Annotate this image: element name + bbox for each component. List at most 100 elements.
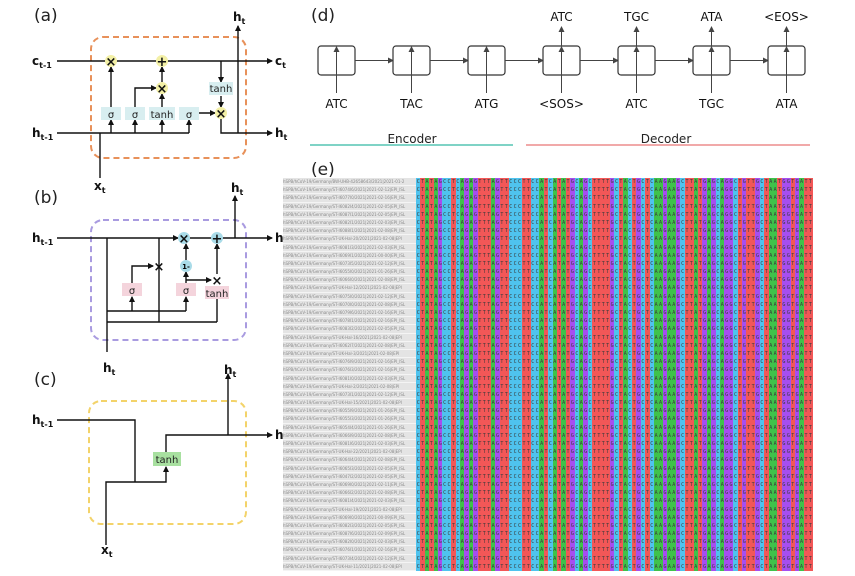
base-cell: A xyxy=(667,210,672,219)
base-cell: A xyxy=(768,284,773,293)
base-cell: T xyxy=(803,538,809,547)
base-cell: T xyxy=(750,235,756,244)
base-cell: C xyxy=(548,341,553,350)
base-cell: T xyxy=(645,472,650,481)
base-cell: T xyxy=(684,374,690,383)
base-cell: C xyxy=(627,325,632,334)
base-cell: T xyxy=(790,431,795,440)
base-cell: A xyxy=(706,268,712,277)
base-cell: T xyxy=(521,243,527,252)
base-cell: T xyxy=(750,186,756,195)
base-cell: A xyxy=(653,472,659,481)
base-cell: T xyxy=(808,530,813,539)
base-cell: G xyxy=(495,284,500,293)
base-cell: C xyxy=(512,407,518,416)
base-cell: A xyxy=(768,349,773,359)
base-cell: G xyxy=(724,259,729,269)
base-cell: G xyxy=(609,423,615,432)
base-cell: G xyxy=(583,423,588,432)
base-cell: G xyxy=(438,415,443,424)
base-cell: G xyxy=(495,374,500,383)
base-cell: A xyxy=(468,251,474,260)
base-cell: T xyxy=(592,546,597,555)
base-cell: T xyxy=(499,382,505,391)
base-cell: A xyxy=(424,464,430,473)
base-cell: C xyxy=(759,489,765,498)
base-cell: G xyxy=(464,480,469,490)
base-cell: T xyxy=(557,530,562,539)
base-cell: T xyxy=(777,186,782,195)
base-cell: C xyxy=(715,186,721,195)
base-cell: C xyxy=(508,440,513,449)
base-cell: T xyxy=(429,448,434,457)
base-cell: T xyxy=(618,399,624,408)
base-cell: C xyxy=(574,284,580,293)
base-cell: T xyxy=(557,562,562,571)
base-cell: G xyxy=(728,497,734,506)
base-cell: C xyxy=(548,382,553,391)
base-cell: T xyxy=(689,407,694,416)
base-cell: A xyxy=(460,366,465,375)
base-cell: G xyxy=(675,276,681,285)
base-cell: C xyxy=(715,546,721,555)
base-cell: C xyxy=(587,341,593,350)
base-cell: A xyxy=(671,480,676,490)
base-cell: A xyxy=(561,268,566,277)
base-cell: A xyxy=(772,358,778,367)
base-cell: A xyxy=(720,194,725,203)
base-cell: C xyxy=(680,489,685,498)
base-cell: T xyxy=(499,440,505,449)
base-cell: T xyxy=(451,431,456,440)
base-cell: T xyxy=(543,554,549,563)
base-cell: T xyxy=(790,489,795,498)
base-cell: T xyxy=(429,194,434,203)
wire xyxy=(134,85,157,107)
base-cell: C xyxy=(649,292,654,301)
base-cell: C xyxy=(715,382,721,391)
base-cell: G xyxy=(728,554,734,563)
base-cell: G xyxy=(728,186,734,195)
base-cell: T xyxy=(698,235,703,244)
gru-cell-boundary xyxy=(90,219,247,341)
base-cell: G xyxy=(570,317,575,326)
base-cell: G xyxy=(473,464,478,473)
base-cell: A xyxy=(561,431,566,440)
base-cell: T xyxy=(764,317,769,326)
base-cell: C xyxy=(416,530,421,539)
base-cell: G xyxy=(675,341,681,350)
base-cell: A xyxy=(539,243,544,252)
base-cell: G xyxy=(662,194,668,203)
base-cell: T xyxy=(737,309,743,318)
base-cell: T xyxy=(504,440,509,449)
base-cell: T xyxy=(521,325,527,334)
base-cell: A xyxy=(623,186,628,195)
base-cell: A xyxy=(693,390,698,400)
base-cell: T xyxy=(645,440,650,449)
base-cell: G xyxy=(742,489,747,498)
base-cell: T xyxy=(477,317,483,326)
base-cell: T xyxy=(429,251,434,260)
base-cell: C xyxy=(640,186,646,195)
base-cell: T xyxy=(803,374,809,383)
base-cell: G xyxy=(438,431,443,440)
base-cell: A xyxy=(706,309,712,318)
base-cell: G xyxy=(609,325,615,334)
base-cell: A xyxy=(772,382,778,391)
base-cell: A xyxy=(460,374,465,383)
base-cell: C xyxy=(680,538,685,547)
base-cell: G xyxy=(781,235,787,244)
base-cell: T xyxy=(499,538,505,547)
base-cell: A xyxy=(667,341,672,350)
base-cell: T xyxy=(596,497,602,506)
base-cell: G xyxy=(464,407,469,416)
base-cell: C xyxy=(627,333,632,342)
base-cell: G xyxy=(583,399,588,408)
alignment-row: hSPB/hCoV-19/Germany/ST-I6066I9/2021|202… xyxy=(283,431,813,440)
base-cell: G xyxy=(570,497,575,506)
base-cell: C xyxy=(649,546,654,555)
base-cell: T xyxy=(420,505,425,514)
base-cell: A xyxy=(768,513,773,522)
base-cell: G xyxy=(473,431,478,440)
base-cell: A xyxy=(772,431,778,440)
base-cell: C xyxy=(548,530,553,539)
